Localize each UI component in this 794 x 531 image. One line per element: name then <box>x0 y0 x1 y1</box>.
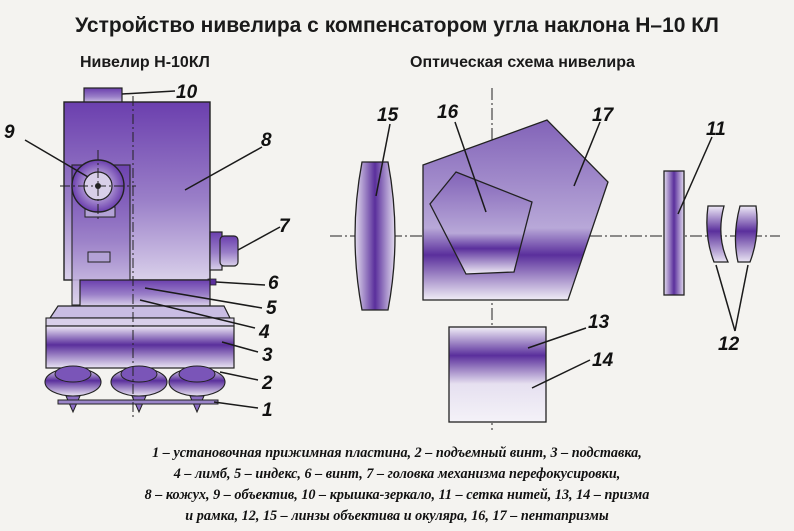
label-4: 4 <box>258 322 270 343</box>
legend-caption: 1 – установочная прижимная пластина, 2 –… <box>10 443 784 527</box>
label-11: 11 <box>706 119 726 140</box>
caption-line: 1 – установочная прижимная пластина, 2 –… <box>152 445 642 461</box>
label-5: 5 <box>266 298 277 319</box>
base-plate <box>57 399 219 405</box>
left-leaders <box>24 90 281 409</box>
label-12: 12 <box>718 334 740 355</box>
label-14: 14 <box>592 350 614 371</box>
optical-scheme: 15 16 17 11 13 14 12 <box>330 88 780 430</box>
label-13: 13 <box>588 312 610 333</box>
caption-line: и рамка, 12, 15 – линзы объектива и окул… <box>185 508 609 524</box>
lens-12-b <box>734 205 758 263</box>
label-9: 9 <box>4 122 15 143</box>
label-10: 10 <box>176 82 198 103</box>
label-1: 1 <box>262 400 273 421</box>
right-subtitle: Оптическая схема нивелира <box>410 54 635 71</box>
lens-12-a <box>706 205 730 263</box>
label-8: 8 <box>261 130 272 151</box>
lens-15 <box>354 161 396 311</box>
reticle-11 <box>663 170 685 296</box>
label-3: 3 <box>262 345 273 366</box>
level-instrument: 10 9 8 7 6 5 4 3 2 1 <box>4 82 291 421</box>
limb-ring <box>45 317 235 327</box>
pentaprism-16 <box>429 171 533 275</box>
limb <box>48 305 231 319</box>
left-subtitle: Нивелир Н-10КЛ <box>80 54 210 71</box>
label-16: 16 <box>437 102 459 123</box>
lower-body <box>79 279 211 307</box>
caption-line: 8 – кожух, 9 – объектив, 10 – крышка-зер… <box>144 487 650 503</box>
label-15: 15 <box>377 105 399 126</box>
front-slot <box>87 251 111 263</box>
label-6: 6 <box>268 273 279 294</box>
label-2: 2 <box>261 373 273 394</box>
label-17: 17 <box>592 105 615 126</box>
focus-head-knob <box>219 235 239 267</box>
page-title: Устройство нивелира с компенсатором угла… <box>75 14 719 37</box>
label-7: 7 <box>279 216 291 237</box>
right-leaders <box>375 121 749 389</box>
stand <box>45 325 235 369</box>
prism-frame-13-14 <box>448 326 547 423</box>
lifting-screws <box>44 365 226 414</box>
caption-line: 4 – лимб, 5 – индекс, 6 – винт, 7 – голо… <box>173 466 621 482</box>
